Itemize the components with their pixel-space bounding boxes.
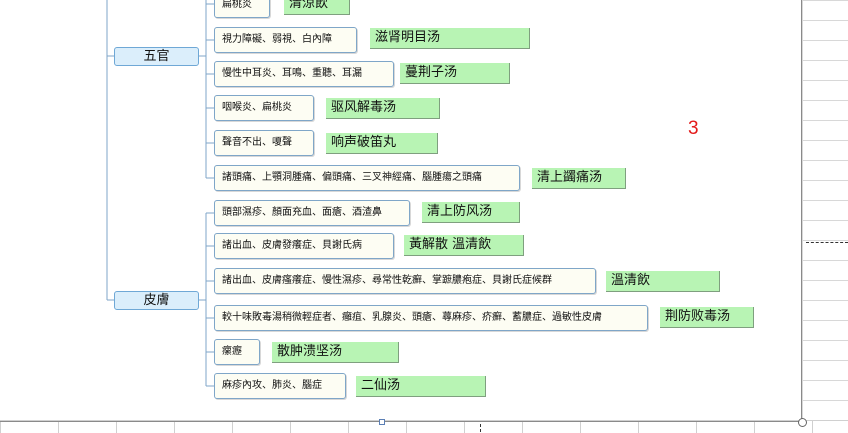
page-number: 3	[688, 118, 699, 139]
category-pifu[interactable]: 皮膚	[114, 291, 199, 310]
symptom-node[interactable]: 諸頭痛、上顎洞腫痛、偏頭痛、三叉神經痛、腦腫瘍之頭痛	[214, 165, 520, 191]
formula-node[interactable]: 清涼飲	[284, 0, 350, 15]
symptom-node[interactable]: 諸出血、皮膚瘙癢症、慢性濕疹、尋常性乾癬、掌蹠膿疱症、貝謝氏症候群	[214, 268, 596, 294]
symptom-node[interactable]: 聲音不出、嗄聲	[214, 130, 314, 156]
symptom-node[interactable]: 瘰癧	[214, 339, 260, 365]
formula-node[interactable]: 散肿溃坚汤	[272, 342, 399, 363]
symptom-node[interactable]: 視力障礙、弱視、白內障	[214, 27, 357, 53]
formula-node[interactable]: 清上防风汤	[422, 202, 520, 223]
symptom-node[interactable]: 較十味敗毒湯稍微輕症者、癰疽、乳腺炎、頭瘡、蕁麻疹、疥癬、蓄膿症、過敏性皮膚	[214, 305, 648, 331]
formula-node[interactable]: 滋肾明目汤	[370, 28, 530, 49]
formula-node[interactable]: 溫清飲	[606, 271, 720, 292]
spreadsheet-grid	[802, 0, 848, 432]
symptom-node[interactable]: 諸出血、皮膚發癢症、貝謝氏病	[214, 233, 394, 259]
formula-node[interactable]: 蔓荆子汤	[400, 63, 510, 84]
formula-node[interactable]: 二仙汤	[356, 376, 486, 397]
category-wuguan[interactable]: 五官	[114, 47, 199, 66]
page-break-line-vertical	[480, 424, 481, 432]
spreadsheet-grid-bottom	[0, 420, 848, 433]
formula-node[interactable]: 驱风解毒汤	[326, 98, 440, 119]
formula-node[interactable]: 荆防败毒汤	[660, 307, 754, 328]
symptom-node[interactable]: 麻疹內攻、肺炎、腦症	[214, 373, 346, 399]
formula-node[interactable]: 黃解散 溫清飲	[404, 235, 524, 256]
resize-handle-bottom[interactable]	[379, 419, 385, 425]
mindmap-frame[interactable]	[0, 0, 802, 422]
symptom-node[interactable]: 咽喉炎、扁桃炎	[214, 95, 314, 121]
formula-node[interactable]: 清上蠲痛汤	[532, 168, 626, 189]
resize-handle-corner[interactable]	[798, 418, 807, 427]
symptom-node[interactable]: 慢性中耳炎、耳鳴、重聽、耳漏	[214, 61, 394, 87]
symptom-node[interactable]: 扁桃炎	[214, 0, 270, 18]
page-break-line	[806, 242, 848, 243]
symptom-node[interactable]: 頭部濕疹、顏面充血、面瘡、酒渣鼻	[214, 200, 410, 226]
formula-node[interactable]: 响声破笛丸	[326, 133, 438, 154]
